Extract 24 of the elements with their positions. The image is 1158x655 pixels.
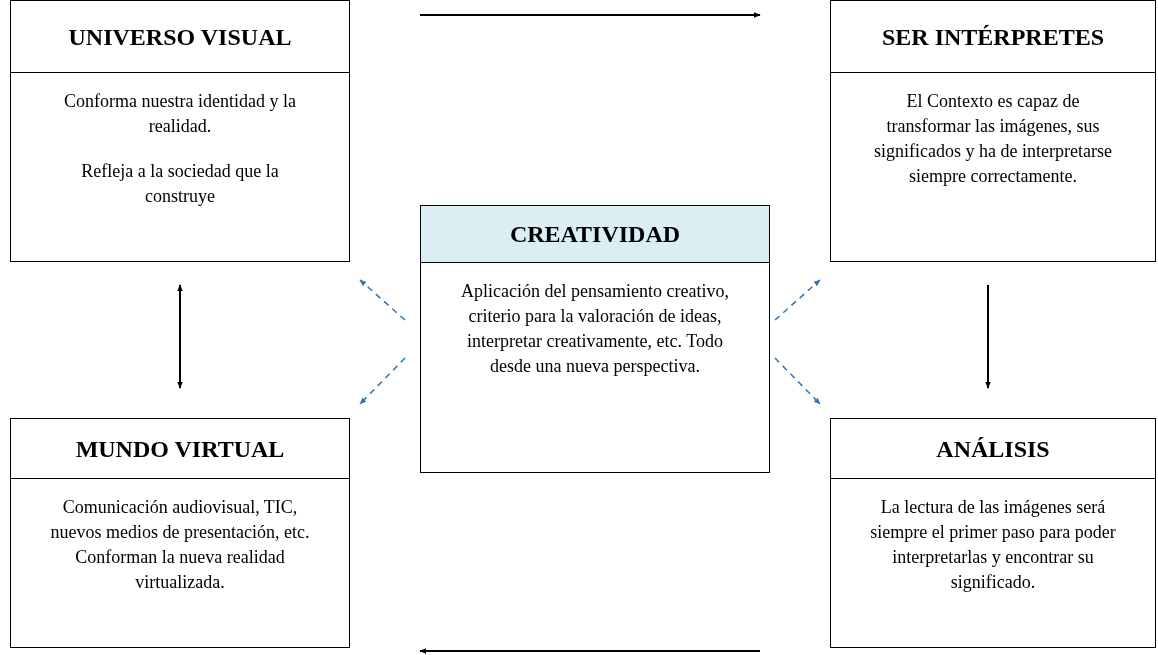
box-heading: CREATIVIDAD [421, 206, 769, 263]
box-heading: MUNDO VIRTUAL [11, 419, 349, 479]
process-box [10, 0, 350, 262]
arrow [359, 357, 406, 405]
box-text: Aplicación del pensamiento creativo, criterio para la valoración de ideas, interpretar creativamente, etc. Todo desde una nueva perspectiva. [460, 280, 730, 378]
arrow [774, 357, 821, 405]
process-box [830, 418, 1156, 648]
box-text: Conforma nuestra identidad y la realidad. [63, 90, 297, 138]
arrow [359, 279, 406, 321]
arrow [419, 12, 761, 18]
box-text: El Contexto es capaz de transformar las imágenes, sus significados y ha de interpretarse siempre correctamente. [873, 90, 1113, 188]
box-heading: ANÁLISIS [831, 419, 1155, 479]
box-heading: SER INTÉRPRETES [831, 1, 1155, 73]
process-box [10, 418, 350, 648]
arrow [419, 648, 761, 654]
box-heading: UNIVERSO VISUAL [11, 1, 349, 73]
process-box [420, 205, 770, 473]
process-box [830, 0, 1156, 262]
box-text: Comunicación audiovisual, TIC, nuevos medios de presentación, etc. Conforman la nueva realidad virtualizada. [49, 496, 311, 594]
box-text: La lectura de las imágenes será siempre el primer paso para poder interpretarlas y encontrar su significado. [869, 496, 1117, 594]
arrow [774, 279, 821, 321]
arrow [985, 284, 991, 389]
box-text: Refleja a la sociedad que la construye [80, 160, 280, 208]
arrow [177, 284, 183, 389]
